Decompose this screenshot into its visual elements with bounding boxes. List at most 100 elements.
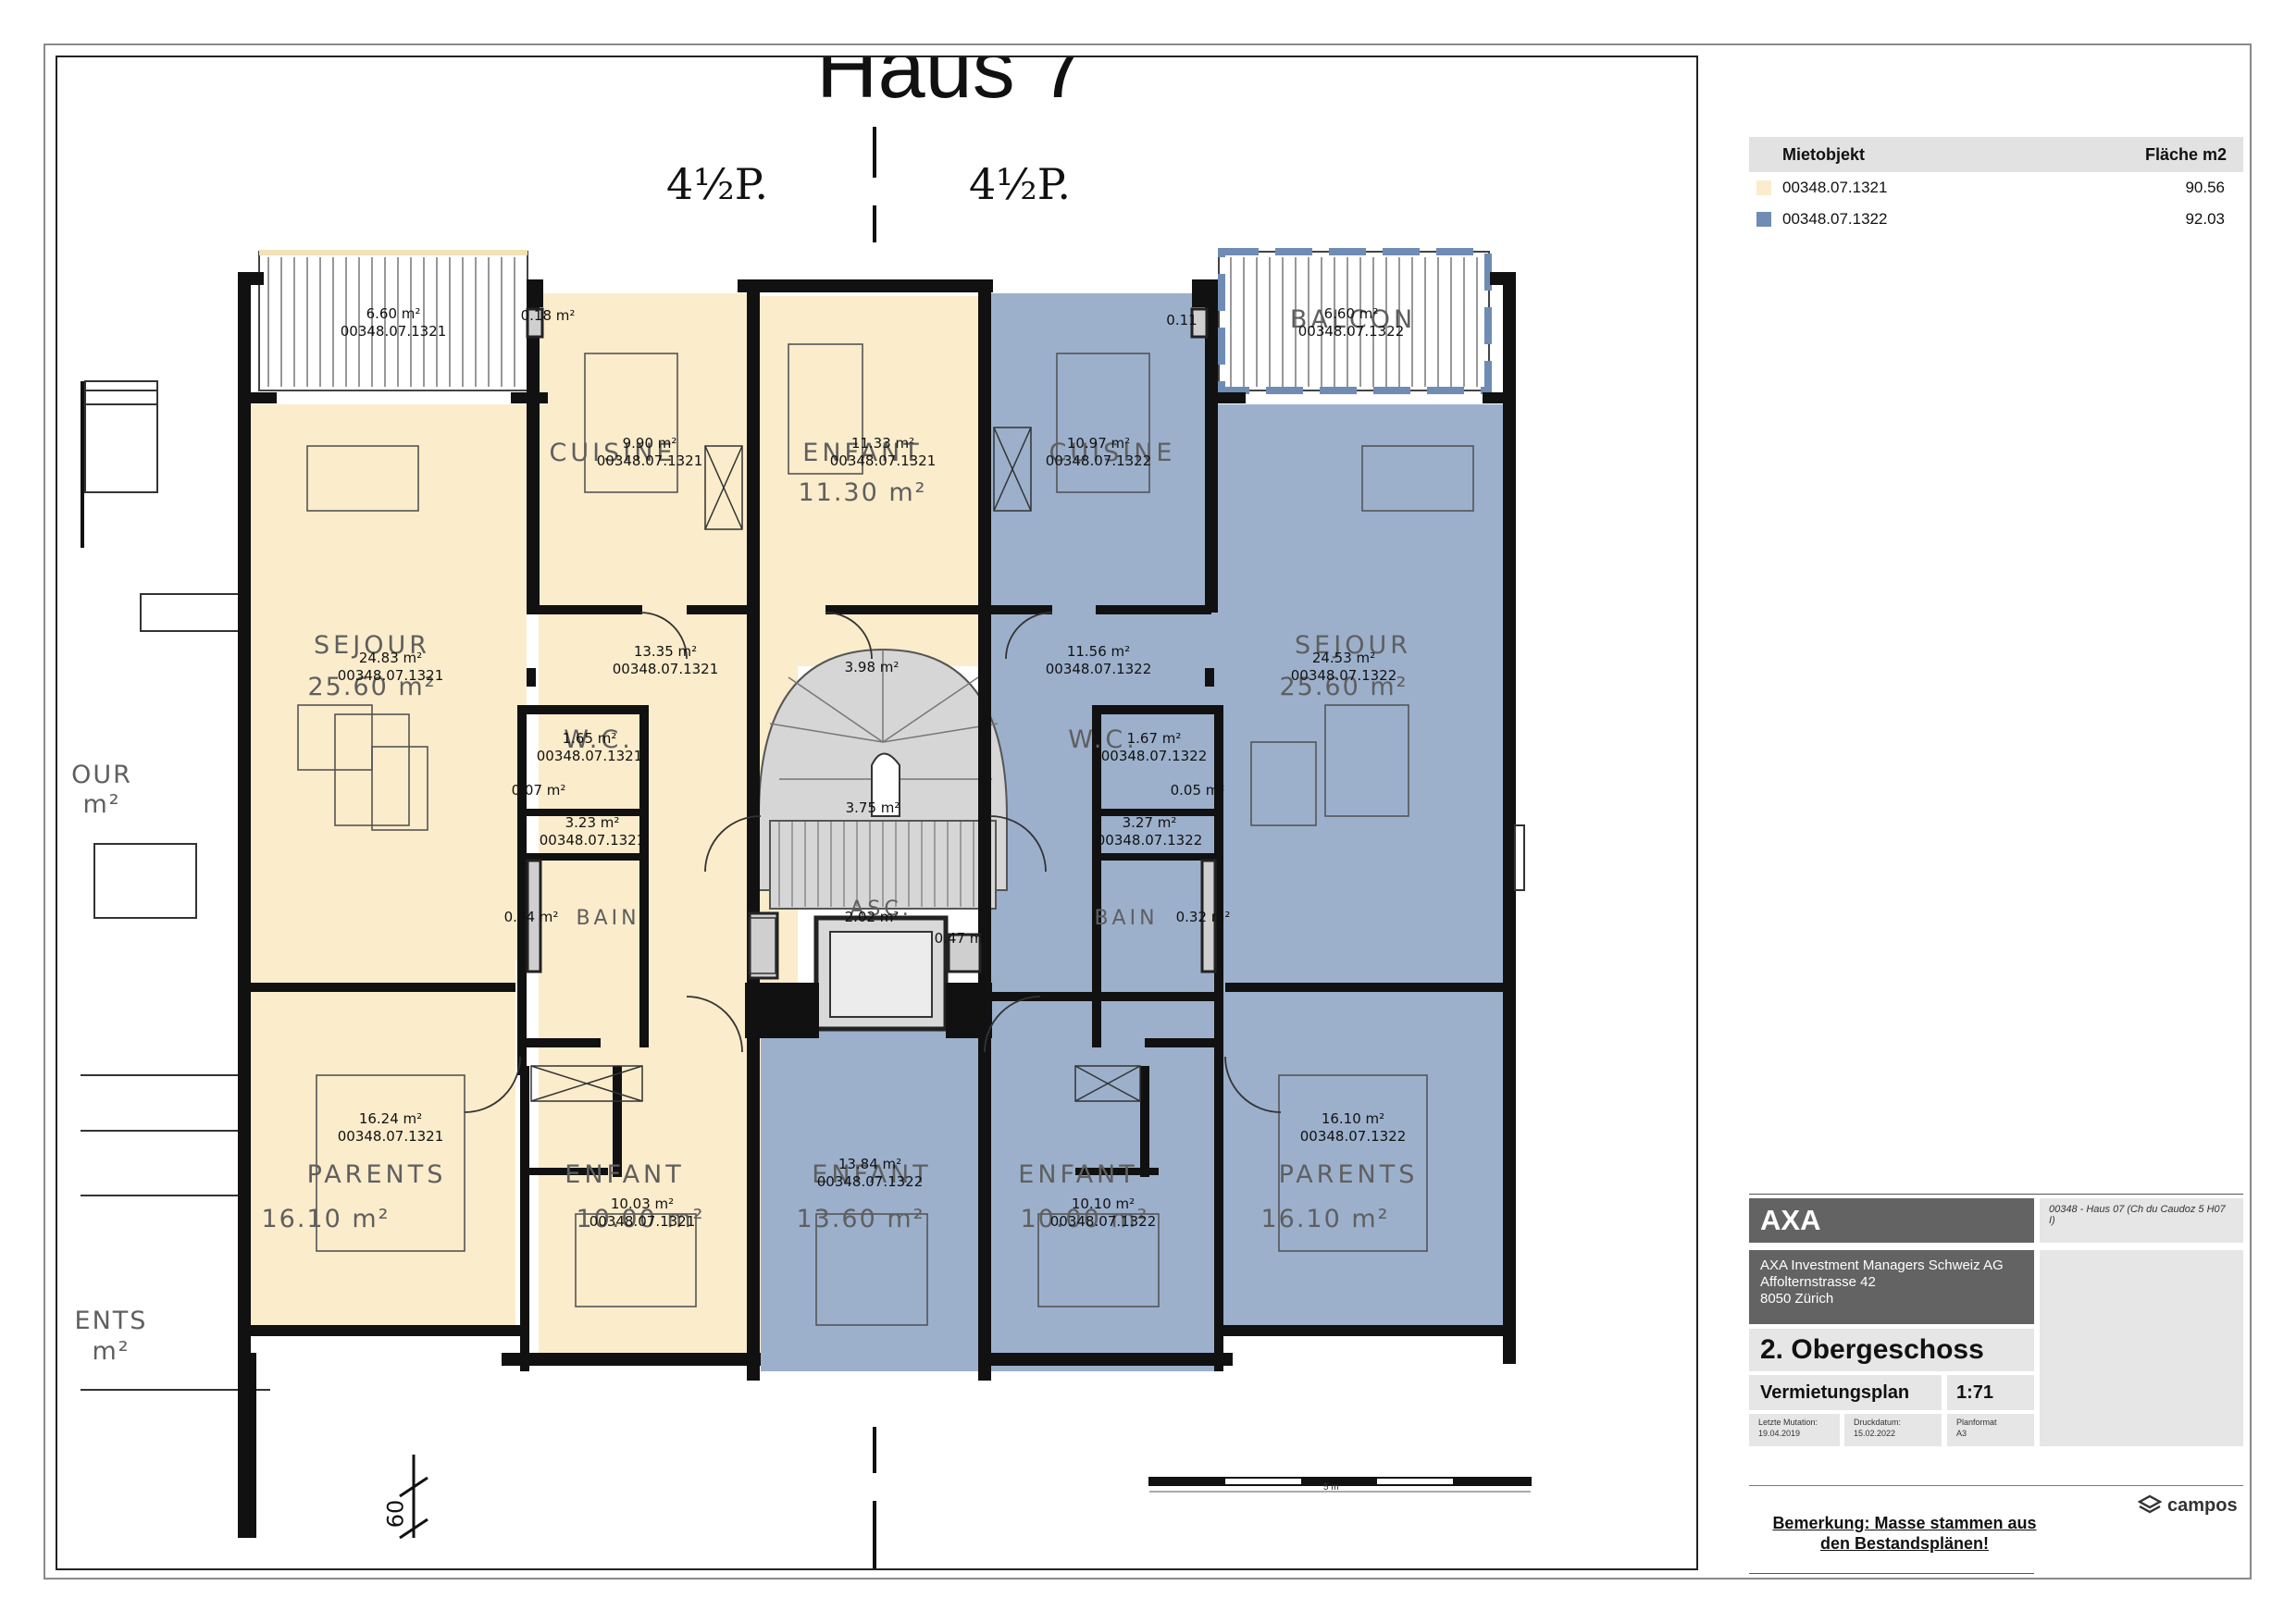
- balcony-hatch-lines: [267, 257, 1478, 387]
- project-reference: 00348 - Haus 07 (Ch du Caudoz 5 H07 I): [2040, 1198, 2243, 1243]
- room-name: ASC.: [850, 898, 912, 921]
- campos-logo: campos: [2138, 1494, 2238, 1517]
- legend-col-object: Mietobjekt: [1782, 144, 1866, 164]
- legend-unit-area: 92.03: [2185, 210, 2225, 228]
- room-name-neighbor: OUR: [71, 761, 132, 789]
- legend-row: 00348.07.1321 90.56: [1749, 172, 2243, 204]
- print-date: Druckdatum:15.02.2022: [1844, 1414, 1942, 1446]
- room-size-neighbor: m²: [92, 1337, 130, 1366]
- area-label: 0.34 m²: [503, 909, 559, 925]
- last-mutation: Letzte Mutation:19.04.2019: [1749, 1414, 1840, 1446]
- room-size: 10.00 m²: [576, 1205, 705, 1233]
- shafts: [526, 307, 1217, 980]
- title-block-top-rule: [1749, 1194, 2243, 1195]
- scale-bar-label: 5 m: [1323, 1482, 1339, 1493]
- room-name: ENFANT: [812, 1160, 932, 1189]
- cupboards: [530, 427, 1141, 1102]
- room-name: W.C.: [1068, 725, 1138, 754]
- balcony-right-outline: [1218, 248, 1492, 394]
- area-label: 0.32 m²: [1175, 909, 1231, 925]
- area-label: 0.05 m²: [1170, 782, 1225, 799]
- balcony-hatch-left: [258, 251, 528, 391]
- room-size: 16.10 m²: [261, 1205, 391, 1233]
- apartment-type-left: 4½P.: [665, 159, 769, 209]
- room-size: 13.60 m²: [796, 1205, 925, 1233]
- room-size-neighbor: m²: [82, 790, 121, 819]
- company-address: AXA Investment Managers Schweiz AG Affol…: [1749, 1250, 2034, 1324]
- campos-wordmark: campos: [2167, 1494, 2238, 1516]
- area-label: 0.18 m²: [520, 307, 576, 324]
- title-block-panel: [2040, 1250, 2243, 1446]
- room-name: W.C.: [564, 725, 634, 754]
- floor-plan: Haus 7 4½P. 4½P. CUISINE ENFANT CUISINE …: [56, 56, 1698, 1570]
- apartment-type-right: 4½P.: [968, 159, 1072, 209]
- room-name: SEJOUR: [1295, 631, 1411, 660]
- room-size: 10.00 m²: [1020, 1205, 1149, 1233]
- scale-bar: [1148, 1477, 1532, 1493]
- sheet-frame: [43, 43, 2252, 1580]
- legend-unit-area: 90.56: [2185, 179, 2225, 196]
- room-size: 16.10 m²: [1260, 1205, 1390, 1233]
- room-name: BAIN: [576, 907, 640, 930]
- room-name: BAIN: [1094, 907, 1159, 930]
- room-name: SEJOUR: [314, 631, 430, 660]
- room-name: ENFANT: [565, 1160, 685, 1189]
- room-name: ENFANT: [802, 439, 923, 467]
- walls: [238, 272, 1516, 1538]
- remark-rule: [1749, 1573, 2034, 1574]
- legend-swatch-1321: [1756, 180, 1771, 195]
- room-name: CUISINE: [1049, 439, 1176, 467]
- balcony-hatch-right: [1218, 251, 1490, 391]
- unit-1322-fill: [761, 293, 1515, 1371]
- floor-title: 2. Obergeschoss: [1749, 1329, 2034, 1371]
- area-label: 0.47 m²: [934, 930, 989, 947]
- haus-title: Haus 7: [816, 56, 1086, 116]
- neighbor-left-fence: [81, 381, 84, 548]
- company-name: AXA: [1749, 1198, 2034, 1243]
- legend-unit-id: 00348.07.1321: [1782, 179, 1888, 196]
- area-label: 3.98 m²: [844, 659, 900, 675]
- area-label: 0.11: [1166, 312, 1198, 328]
- remark: Bemerkung: Masse stammen aus den Bestand…: [1772, 1514, 2037, 1553]
- area-label: 0.07 m²: [511, 782, 566, 799]
- dimension-label: 60: [382, 1499, 409, 1529]
- plan-drawing: [81, 127, 1532, 1568]
- room-name-neighbor: ENTS: [74, 1307, 148, 1335]
- balcony-left-edge: [259, 250, 527, 255]
- title-block-rule: [1749, 1485, 2243, 1486]
- plan-type: Vermietungsplan: [1749, 1375, 1942, 1410]
- stair-eye: [871, 752, 900, 817]
- campos-icon: [2138, 1494, 2162, 1514]
- plan-scale: 1:71: [1947, 1375, 2034, 1410]
- room-size: 25.60 m²: [1279, 673, 1409, 701]
- right-side-detail: [1514, 824, 1525, 891]
- legend-header: Mietobjekt Fläche m2: [1749, 137, 2243, 172]
- room-name: PARENTS: [1278, 1160, 1419, 1189]
- legend-swatch-1322: [1756, 212, 1771, 227]
- dimension-marker: [399, 1455, 428, 1540]
- legend-col-area: Fläche m2: [2144, 144, 2227, 164]
- legend-unit-id: 00348.07.1322: [1782, 210, 1888, 228]
- legend-row: 00348.07.1322 92.03: [1749, 204, 2243, 235]
- room-name: CUISINE: [549, 439, 676, 467]
- area-label: 2.02 m²: [844, 909, 900, 925]
- area-label: 3.75 m²: [845, 799, 900, 816]
- room-name: ENFANT: [1018, 1160, 1138, 1189]
